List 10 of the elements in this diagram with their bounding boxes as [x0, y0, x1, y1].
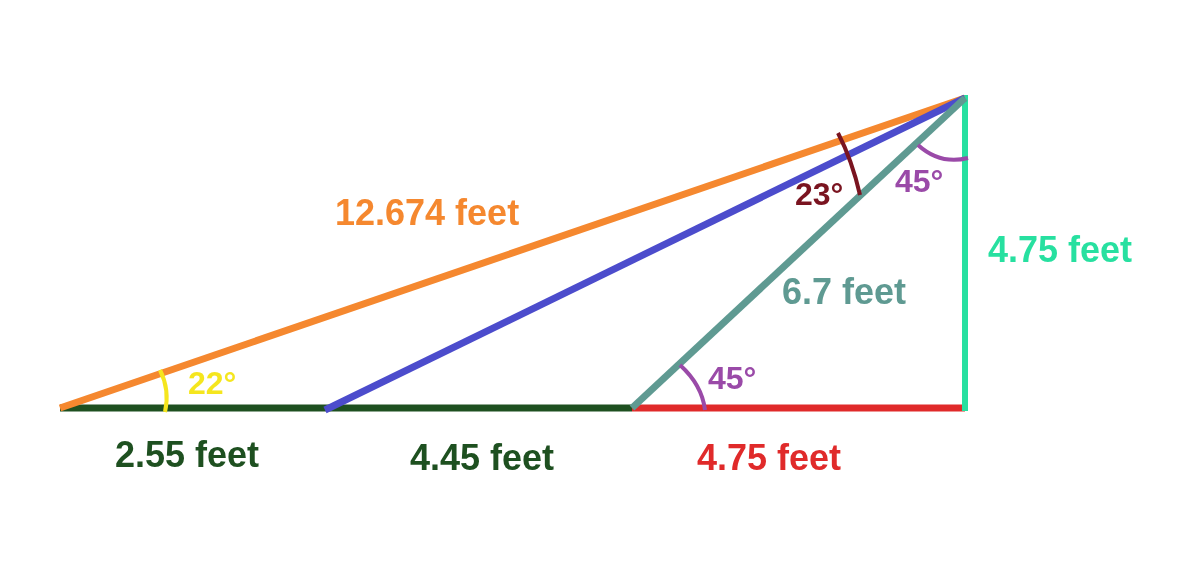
length-label: 4.75 feet	[988, 232, 1133, 268]
angle-label: 45°	[895, 165, 944, 197]
angle-label: 23°	[795, 178, 844, 210]
length-label: 12.674 feet	[335, 195, 520, 231]
angle-label: 22°	[188, 367, 237, 399]
length-label: 6.7 feet	[782, 274, 907, 310]
length-label: 4.75 feet	[697, 440, 842, 476]
angle-label: 45°	[708, 362, 757, 394]
length-label: 2.55 feet	[115, 437, 260, 473]
length-label: 4.45 feet	[410, 440, 555, 476]
